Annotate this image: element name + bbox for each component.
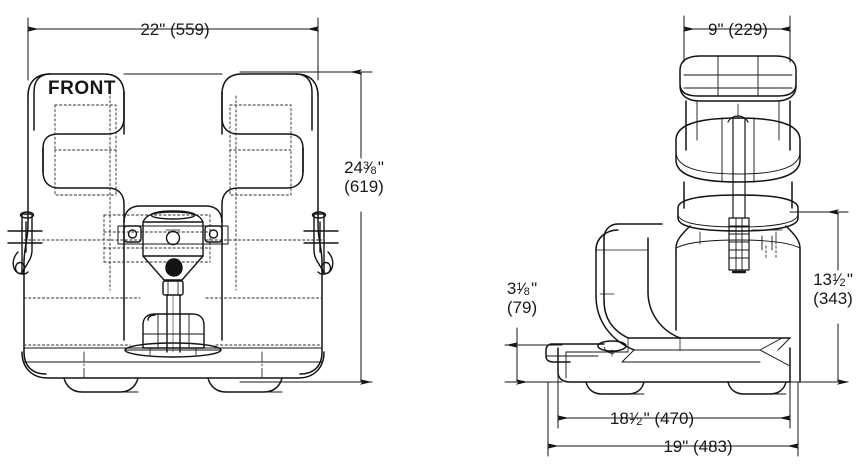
dimension-front-height-metric: (619) [344, 177, 384, 197]
dimension-front-height-imperial: 243⁄8" [344, 158, 384, 177]
dimension-side-height-metric: (343) [813, 289, 853, 309]
dimension-side-inner-depth: 181⁄2" (470) [597, 409, 707, 428]
front-view-right-latch [303, 211, 339, 275]
side-view-probe-stem [727, 103, 783, 274]
dimension-front-width: 22" (559) [140, 20, 210, 39]
dimension-side-overall-depth: 19" (483) [663, 437, 733, 456]
dimension-side-base-height: 31⁄8" (79) [494, 279, 550, 317]
dimension-side-height: 131⁄2" (343) [806, 270, 860, 308]
front-view-drip-tray [124, 313, 222, 358]
front-view-dimension-lines [27, 17, 373, 385]
dimension-front-height: 243⁄8" (619) [333, 158, 395, 196]
dimension-side-inner-depth-text: 181⁄2" (470) [609, 409, 695, 428]
front-view-center-lines [83, 351, 263, 379]
side-view-hidden-lines [765, 245, 777, 259]
dimension-side-height-imperial: 131⁄2" [813, 270, 853, 289]
dimension-side-top-width: 9" (229) [708, 20, 768, 39]
side-view-elbow-arm [595, 223, 681, 351]
dimension-side-base-height-metric: (79) [506, 298, 538, 318]
side-view-base [545, 337, 791, 395]
front-view-dispense-head [117, 210, 229, 353]
front-view-left-latch [7, 211, 43, 275]
side-view-dimension-lines [504, 15, 849, 457]
front-view-body [21, 73, 325, 393]
front-orientation-label: FRONT [48, 78, 116, 99]
front-view-hidden-lines [23, 95, 323, 346]
dimension-side-base-height-imperial: 31⁄8" [506, 279, 538, 298]
side-view-bottle [675, 55, 801, 383]
